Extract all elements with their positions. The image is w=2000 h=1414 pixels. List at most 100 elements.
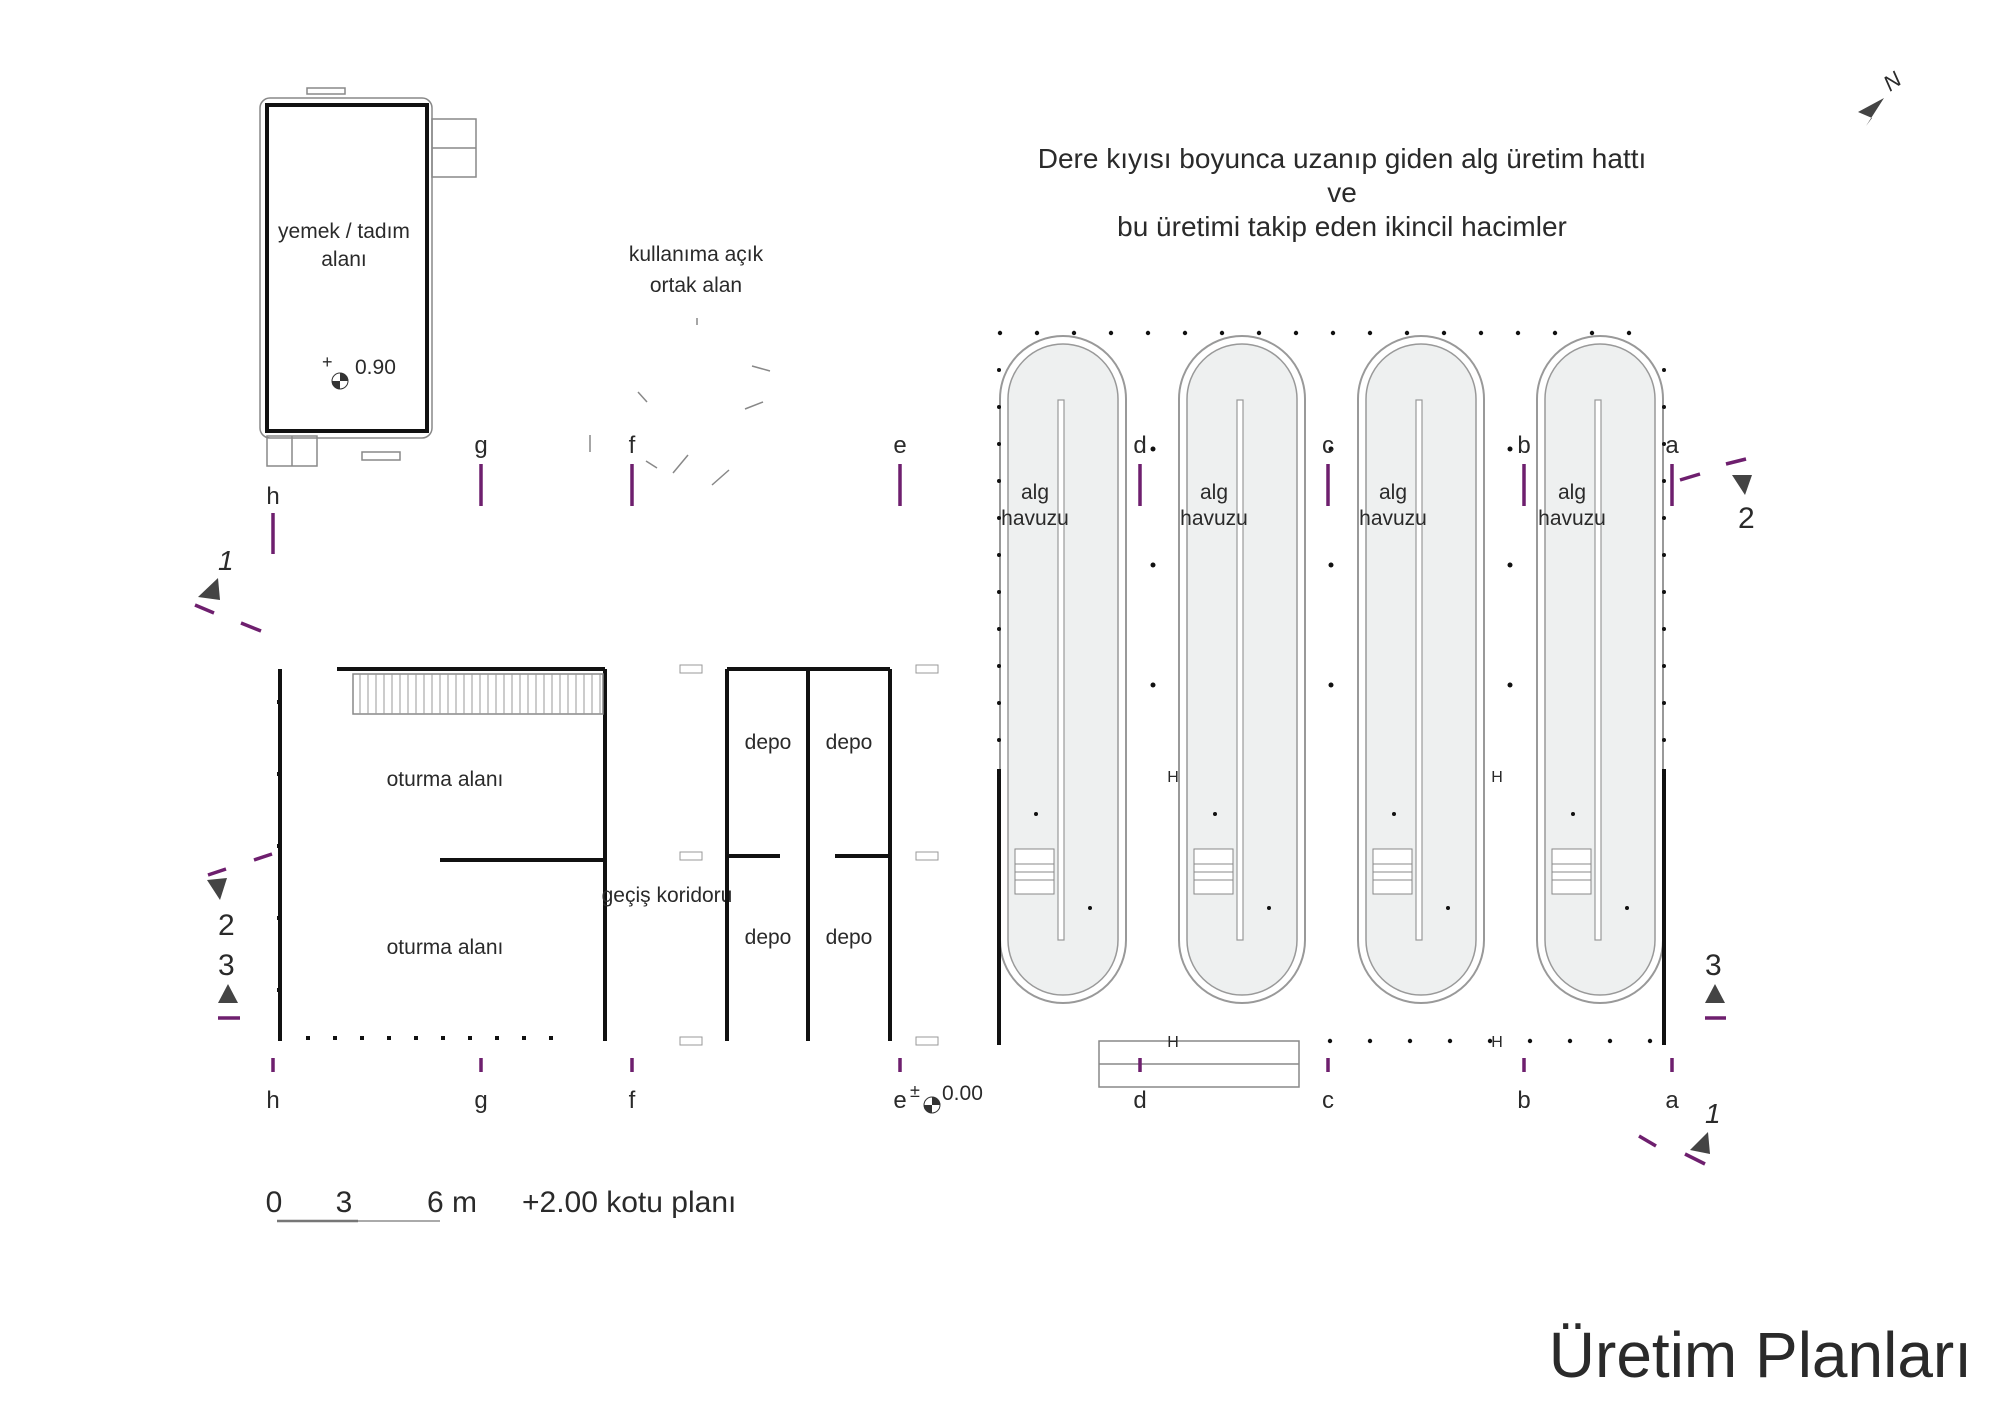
connector-icon [915,1036,939,1046]
dining-building: yemek / tadım alanı + 0.90 [259,87,477,467]
svg-text:1: 1 [218,545,234,576]
room-label-pool-2: havuzu [1180,507,1248,530]
column-dot [1407,1038,1413,1044]
column-dot [1256,330,1262,336]
column-dot [997,368,1001,372]
axis-label-top-c: c [1322,432,1334,459]
column-dot [1150,682,1156,688]
connector-icon [915,851,939,861]
column-dot [387,1036,391,1040]
connector-h-icon: H [1491,1034,1503,1051]
connector-h-icon: H [1491,769,1503,786]
column-dot [997,590,1001,594]
column-dot [1219,330,1225,336]
description-line-1: Dere kıyısı boyunca uzanıp giden alg üre… [1038,143,1647,174]
column-dot [1507,446,1513,452]
svg-text:2: 2 [1738,502,1755,535]
column-dot [1487,1038,1493,1044]
room-label-pool-2: havuzu [1538,507,1606,530]
column-dot [997,775,1001,779]
column-dot [997,664,1001,668]
column-dot [1404,330,1410,336]
column-dot [1367,1038,1373,1044]
column-dot [414,1036,418,1040]
room-label-corridor: geçiş koridoru [602,884,733,907]
pool-stair [1372,848,1413,895]
column-dot [522,1036,526,1040]
axis-label-bottom-d: d [1133,1087,1146,1114]
column-dot [1527,1038,1533,1044]
axis-label-bottom-g: g [474,1087,487,1114]
column-dot [1662,664,1666,668]
column-dot [1507,562,1513,568]
column-dot [468,1036,472,1040]
svg-text:0: 0 [266,1186,283,1219]
svg-text:3: 3 [336,1186,353,1219]
level-marker-icon [923,1096,941,1114]
column-dot [277,844,281,848]
column-dot [1328,682,1334,688]
column-dot [1328,562,1334,568]
column-dot [495,1036,499,1040]
column-dot [1662,590,1666,594]
connector-icon [679,664,703,674]
connector-h-icon: H [1167,769,1179,786]
room-label-seating-2: oturma alanı [387,936,504,959]
column-dot [1662,368,1666,372]
column-dot [1662,479,1666,483]
column-dot [997,701,1001,705]
storage-building: depo depo depo depo [725,667,892,1041]
room-label-pool: alg [1558,481,1586,504]
room-label-storage-1: depo [745,731,792,754]
column-dot [1662,701,1666,705]
column-dot [997,330,1003,336]
room-label-pool: alg [1021,481,1049,504]
column-dot [1108,330,1114,336]
section-marker-2-right: 2 [1679,457,1755,535]
section-marker-1-left: 1 [194,545,262,633]
axis-label-top-e: e [893,432,906,459]
lower-stair [1098,1040,1300,1088]
column-dot [997,553,1001,557]
column-dot [1034,330,1040,336]
svg-text:N: N [1879,66,1906,96]
column-dot [1447,1038,1453,1044]
column-dot [1662,553,1666,557]
axis-label-bottom-h: h [266,1087,279,1114]
room-label-storage-3: depo [745,926,792,949]
svg-text:3: 3 [218,949,235,982]
column-dot [1327,1038,1333,1044]
column-dot [1552,330,1558,336]
column-dot [1330,330,1336,336]
level-value-dining: 0.90 [355,356,396,379]
column-dot [1662,516,1666,520]
column-dot [997,442,1001,446]
column-dot [333,1036,337,1040]
connector-icon [679,1036,703,1046]
pool-stair [1193,848,1234,895]
room-label-pool: alg [1200,481,1228,504]
room-label-open-area-2: ortak alan [650,274,742,297]
room-label-pool: alg [1379,481,1407,504]
algae-pool: alg havuzu [999,335,1127,1004]
axis-label-top-g: g [474,432,487,459]
column-dot [1589,330,1595,336]
column-dot [997,627,1001,631]
axis-label-top-h: h [266,483,279,510]
pool-stair [1551,848,1592,895]
column-dot [997,405,1001,409]
column-dot [1607,1038,1613,1044]
column-dot [997,516,1001,520]
level-value-ground: 0.00 [942,1082,983,1105]
room-label-pool-2: havuzu [1001,507,1069,530]
column-dot [1515,330,1521,336]
axis-label-bottom-b: b [1517,1087,1530,1114]
column-dot [1150,562,1156,568]
column-dot [360,1036,364,1040]
column-dot [1647,1038,1653,1044]
column-dot [1662,775,1666,779]
algae-pool: alg havuzu [1178,335,1306,1004]
column-dot [277,700,281,704]
column-dot [441,1036,445,1040]
column-dot [277,916,281,920]
